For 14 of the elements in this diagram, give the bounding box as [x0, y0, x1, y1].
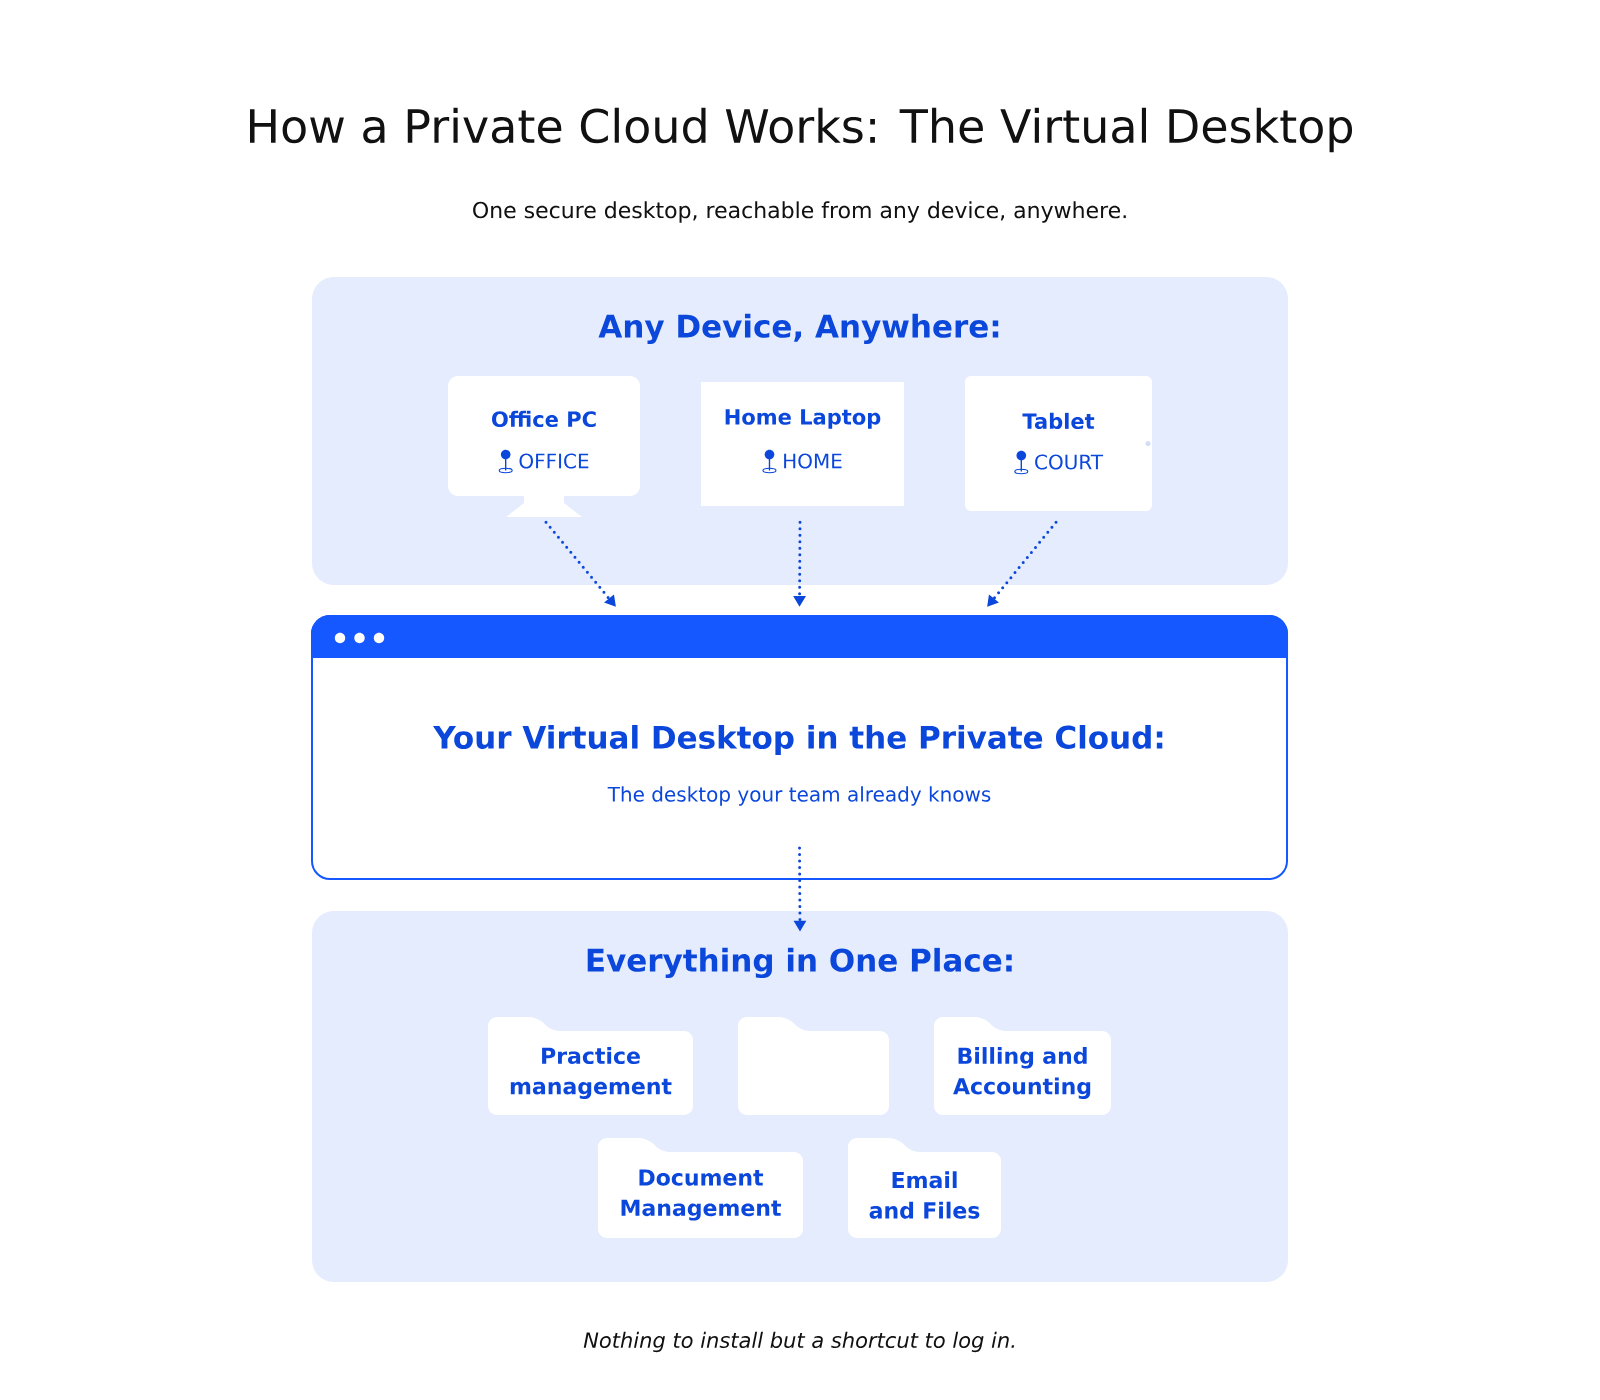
monitor-card: Office PC OFFICE — [448, 376, 640, 517]
title: How a Private Cloud Works: The Virtual Desktop — [250, 107, 1353, 153]
device-card: Home Laptop HOME — [701, 382, 904, 506]
desktop-window: Your Virtual Desktop in the Private Cloud: The desktop your team already knows — [311, 615, 1288, 880]
folder-card: Email and Files — [848, 1138, 1001, 1238]
folder-card — [738, 1017, 889, 1115]
subtitle: One secure desktop, reachable from any device, anywhere. — [473, 201, 1126, 223]
folder-card: Billing and Accounting — [934, 1017, 1111, 1115]
folder-card: Document Management — [598, 1138, 803, 1238]
caption: Nothing to install but a shortcut to log in. — [583, 1331, 1015, 1353]
tablet-card: Tablet COURT — [965, 376, 1152, 511]
folder-card: Practice management — [488, 1017, 693, 1115]
arrow — [544, 520, 616, 607]
arrow — [987, 520, 1058, 607]
